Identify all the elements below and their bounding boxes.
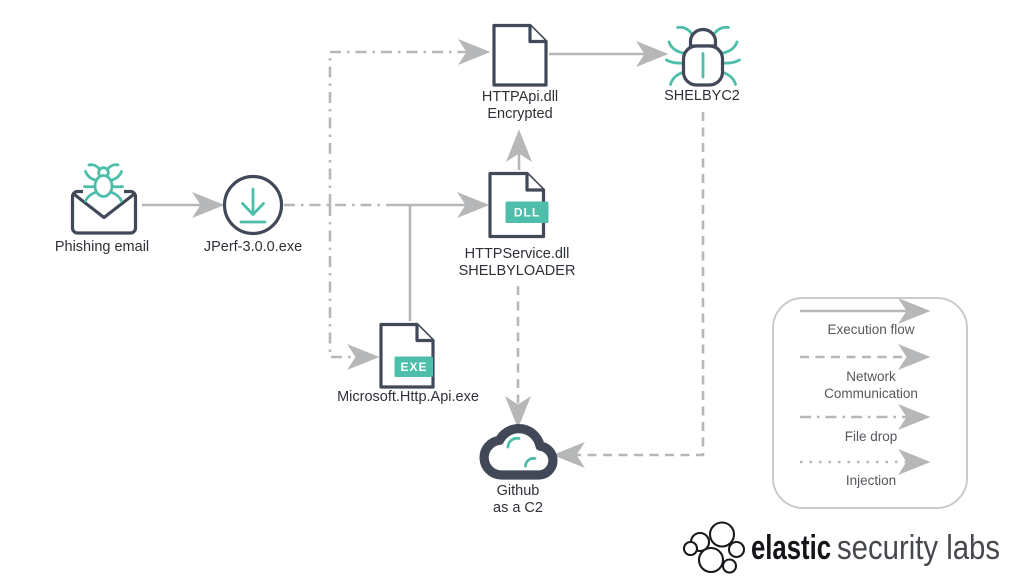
cloud-accent-arc xyxy=(524,456,537,468)
dll-badge-text: DLL xyxy=(514,206,540,220)
httpapi-label-line2: Encrypted xyxy=(487,106,552,122)
beetle-legs-icon xyxy=(665,25,741,86)
edge-filedrop-to-httpapi xyxy=(328,39,491,205)
edges xyxy=(142,39,705,468)
legend: Execution flow Network Communication Fil… xyxy=(772,297,968,509)
shelbyc2-label: SHELBYC2 xyxy=(664,88,740,104)
microsoft-http-api-label: Microsoft.Http.Api.exe xyxy=(337,389,479,405)
github-label-line1: Github xyxy=(497,483,540,499)
elastic-security-labs-brand: elastic security labs xyxy=(682,521,1000,574)
edge-shelbyc2-to-github xyxy=(552,112,705,468)
phishing-email-node: Phishing email xyxy=(55,163,149,255)
edge-filedrop-to-msexe xyxy=(328,205,380,370)
httpservice-label-line2: SHELBYLOADER xyxy=(459,263,576,279)
legend-execution-flow-label: Execution flow xyxy=(827,322,914,337)
document-fold xyxy=(525,171,546,192)
bug-icon xyxy=(83,163,124,203)
httpapi-node: HTTPApi.dll Encrypted xyxy=(482,23,558,122)
httpservice-node: DLL HTTPService.dll SHELBYLOADER xyxy=(459,171,576,279)
download-arrow-icon xyxy=(239,187,267,224)
httpapi-label-line1: HTTPApi.dll xyxy=(482,89,558,105)
dll-badge xyxy=(505,201,549,223)
github-label-line2: as a C2 xyxy=(493,500,543,516)
github-c2-node: Github as a C2 xyxy=(479,423,558,516)
document-fold xyxy=(528,23,548,44)
jperf-node: JPerf-3.0.0.exe xyxy=(204,174,302,255)
legend-file-drop-label: File drop xyxy=(845,429,898,444)
envelope-flap xyxy=(73,193,135,220)
cloud-icon xyxy=(479,423,558,480)
shelbyc2-node: SHELBYC2 xyxy=(664,25,741,104)
legend-network-label-line2: Communication xyxy=(824,386,918,401)
httpservice-label-line1: HTTPService.dll xyxy=(465,246,570,262)
brand-secondary-text: security labs xyxy=(837,529,1000,567)
beetle-head-icon xyxy=(688,27,718,48)
jperf-label: JPerf-3.0.0.exe xyxy=(204,239,302,255)
exe-badge-text: EXE xyxy=(400,360,427,374)
legend-network-label-line1: Network xyxy=(846,369,896,384)
elastic-logo-icon xyxy=(682,521,746,574)
exe-badge xyxy=(394,356,433,377)
cloud-accent-arc xyxy=(506,436,521,449)
document-fold xyxy=(415,322,435,343)
microsoft-http-api-node: EXE Microsoft.Http.Api.exe xyxy=(337,322,479,405)
brand-primary-text: elastic xyxy=(751,529,831,567)
phishing-email-label: Phishing email xyxy=(55,239,149,255)
legend-injection-label: Injection xyxy=(846,473,896,488)
